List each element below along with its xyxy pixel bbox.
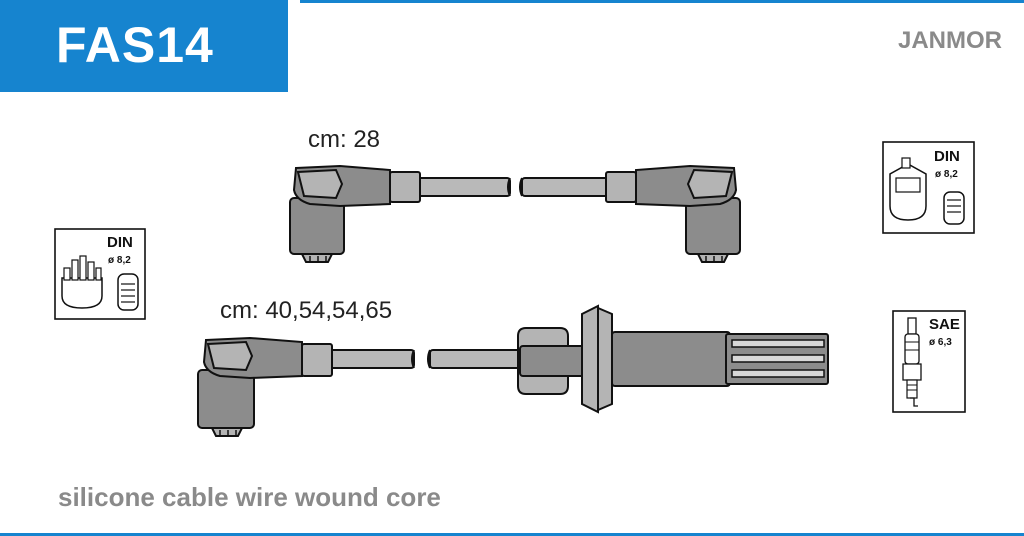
right-sae-diameter: ø 6,3	[929, 337, 952, 348]
top-right-angled-boot	[605, 164, 741, 263]
bottom-cable-length-label: cm: 40,54,54,65	[220, 297, 393, 324]
bottom-left-angled-boot	[197, 336, 333, 437]
bottom-divider	[0, 533, 1024, 536]
bottom-wire-right	[429, 349, 523, 369]
right-sae-standard: SAE	[929, 316, 960, 333]
left-din-distributor-icon: DIN ø 8,2	[54, 228, 146, 320]
left-din-diameter: ø 8,2	[108, 255, 131, 266]
right-din-diameter: ø 8,2	[935, 169, 958, 180]
right-din-standard: DIN	[934, 148, 960, 165]
top-left-angled-boot	[289, 164, 421, 263]
brand-name: JANMOR	[897, 27, 1002, 54]
right-sae-spark-plug-icon: SAE ø 6,3	[892, 310, 966, 413]
top-cable-length-label: cm: 28	[308, 126, 381, 153]
left-din-standard: DIN	[107, 234, 133, 251]
top-cable	[289, 164, 741, 263]
product-code-banner	[0, 0, 288, 92]
cable-description: silicone cable wire wound core	[58, 482, 441, 512]
bottom-cable	[197, 304, 829, 437]
right-din-coil-icon: DIN ø 8,2	[882, 141, 975, 234]
product-code: FAS14	[56, 17, 214, 73]
top-wire-left	[417, 177, 511, 197]
bottom-right-straight-boot	[517, 304, 829, 414]
bottom-wire-break-right	[427, 349, 431, 369]
bottom-wire-left	[329, 349, 415, 369]
bottom-wire-break-left	[411, 349, 415, 369]
top-divider	[300, 0, 1024, 3]
top-wire-right	[521, 177, 609, 197]
top-wire-break-right	[519, 177, 523, 197]
top-wire-break-left	[507, 177, 511, 197]
